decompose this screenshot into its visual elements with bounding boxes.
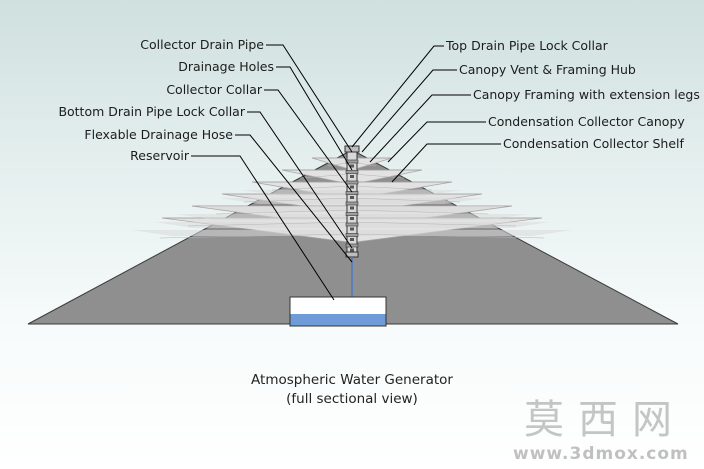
- collector-collar: [345, 222, 359, 227]
- label-collector-collar: Collector Collar: [166, 82, 262, 97]
- collector-collar: [345, 201, 359, 206]
- leader-collector-drain-pipe: [266, 44, 353, 153]
- collector-collar: [345, 243, 359, 248]
- drainage-hole: [350, 164, 354, 168]
- watermark-url: www.3dmox.com: [513, 444, 689, 464]
- label-condensation-collector-shelf: Condensation Collector Shelf: [503, 136, 684, 151]
- canopy-band: [351, 185, 433, 191]
- collector-collar: [345, 212, 359, 216]
- label-condensation-collector-canopy: Condensation Collector Canopy: [488, 114, 685, 129]
- collector-collar: [345, 233, 359, 237]
- canopy-band: [243, 197, 353, 203]
- leader-flexable-drainage-hose: [235, 134, 353, 263]
- reservoir-water: [290, 314, 386, 326]
- leader-reservoir: [191, 155, 335, 301]
- label-bottom-drain-pipe-lock-collar: Bottom Drain Pipe Lock Collar: [58, 104, 245, 119]
- leader-bottom-drain-pipe-lock-collar: [247, 111, 353, 249]
- canopy-band: [159, 233, 353, 239]
- drainage-hole: [350, 206, 354, 210]
- drainage-holes: [345, 159, 359, 252]
- label-flexable-drainage-hose: Flexable Drainage Hose: [84, 127, 233, 142]
- diagram-caption-title: Atmospheric Water Generator: [251, 372, 453, 388]
- label-reservoir: Reservoir: [130, 148, 189, 163]
- collector-collar: [345, 180, 359, 185]
- canopy-band: [351, 233, 545, 239]
- canopy-band: [351, 221, 517, 227]
- label-drainage-holes: Drainage Holes: [178, 59, 274, 74]
- label-canopy-vent-framing-hub: Canopy Vent & Framing Hub: [459, 62, 636, 77]
- label-canopy-framing-extension-legs: Canopy Framing with extension legs: [473, 87, 700, 102]
- leader-drainage-holes: [276, 66, 353, 171]
- drainage-hole: [350, 196, 354, 199]
- collector-collar: [345, 170, 359, 174]
- canopy-band: [351, 197, 461, 203]
- drainage-hole: [350, 248, 354, 252]
- label-collector-drain-pipe: Collector Drain Pipe: [140, 37, 264, 52]
- leader-condensation-collector-canopy: [387, 121, 486, 163]
- label-top-drain-pipe-lock-collar: Top Drain Pipe Lock Collar: [446, 38, 608, 53]
- leader-canopy-vent-framing-hub: [361, 69, 457, 153]
- canopy-band: [299, 173, 353, 179]
- leader-lines: [191, 44, 501, 301]
- leader-collector-collar: [264, 89, 353, 193]
- canopy-shading: [159, 161, 545, 239]
- drainage-hole: [350, 185, 354, 189]
- watermark-logo: 莫西网: [524, 397, 686, 443]
- canopy-band: [215, 209, 353, 215]
- leader-condensation-collector-shelf: [391, 143, 501, 183]
- drainage-hole: [350, 217, 354, 220]
- drainage-hole: [350, 175, 354, 178]
- collector-collar: [345, 159, 359, 164]
- diagram-caption-subtitle: (full sectional view): [286, 391, 418, 407]
- leader-top-drain-pipe-lock-collar: [351, 45, 444, 148]
- canopy-band: [351, 209, 489, 215]
- canopy-band: [187, 221, 353, 227]
- leader-canopy-framing-extension-legs: [369, 94, 471, 163]
- drainage-hole: [350, 238, 354, 241]
- drainage-hole: [350, 227, 354, 231]
- canopy-band: [351, 173, 405, 179]
